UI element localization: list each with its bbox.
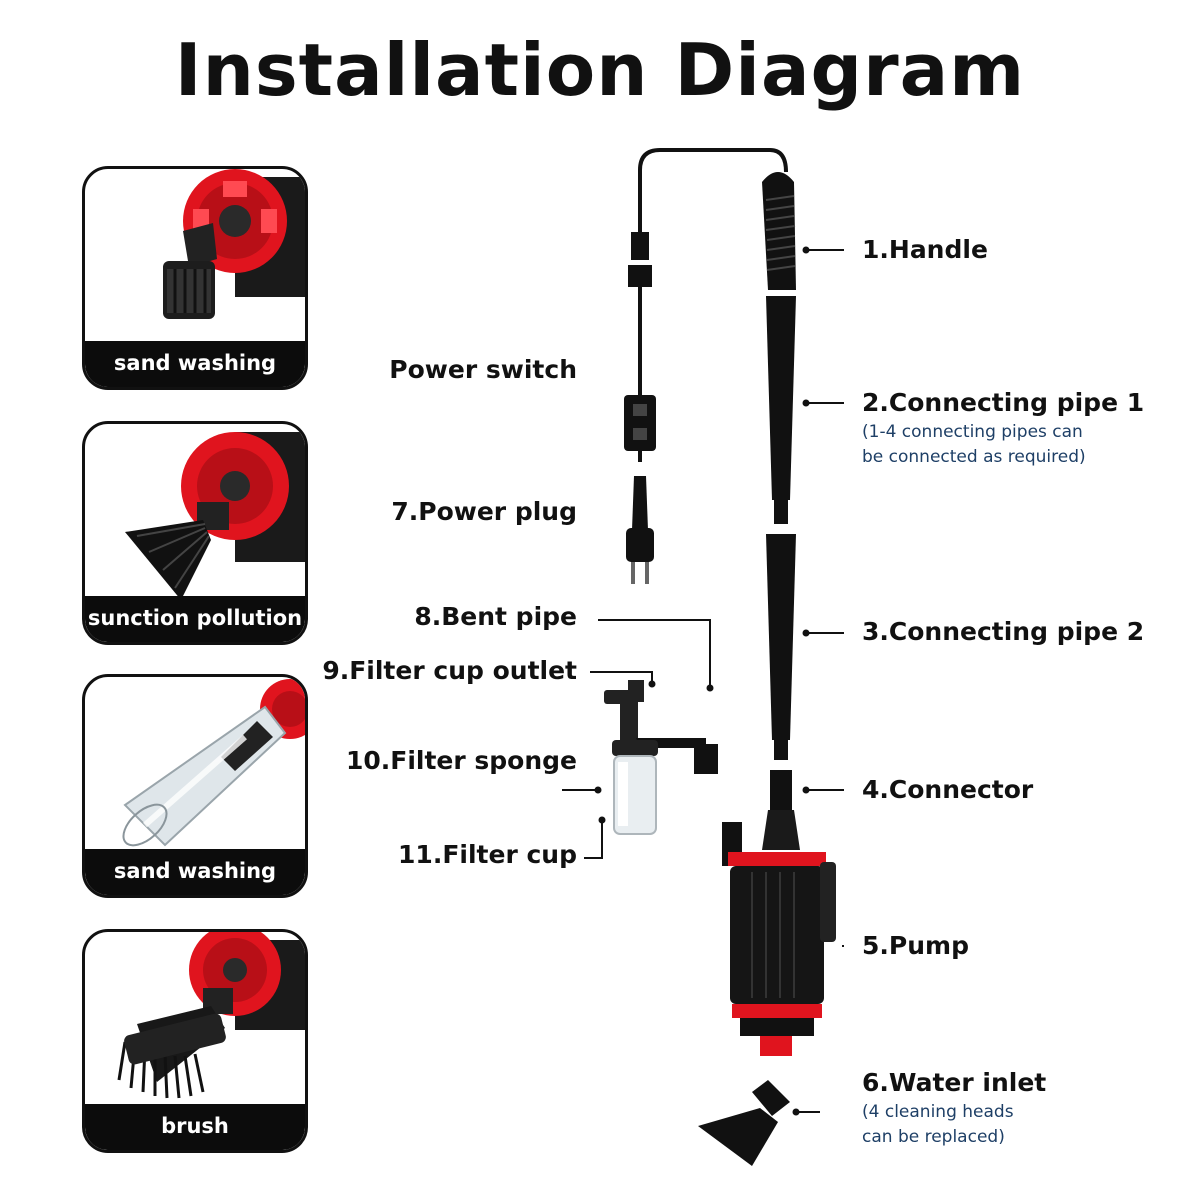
label-connector: 4.Connector xyxy=(862,775,1034,804)
label-handle: 1.Handle xyxy=(862,235,988,264)
label-bent-pipe: 8.Bent pipe xyxy=(414,602,577,631)
note-line: (4 cleaning heads xyxy=(862,1102,1014,1122)
head-card-sand-washing-tube: sand washing xyxy=(82,674,308,898)
label-pump: 5.Pump xyxy=(862,931,969,960)
page-title: Installation Diagram xyxy=(174,28,1026,112)
leader-lines xyxy=(562,249,844,1113)
handle-icon xyxy=(762,172,796,290)
label-water-inlet: 6.Water inlet xyxy=(862,1068,1047,1097)
sand-washing-head-icon xyxy=(163,169,305,319)
head-card-brush: brush xyxy=(82,929,308,1153)
label-power-plug: 7.Power plug xyxy=(391,497,577,526)
cord-socket-connector-icon xyxy=(628,265,652,287)
funnel-head-icon xyxy=(125,432,305,600)
connecting-pipe-2-icon xyxy=(766,534,796,740)
label-filter-sponge: 10.Filter sponge xyxy=(345,746,577,775)
connecting-pipe-1-icon xyxy=(766,296,796,500)
power-cord xyxy=(638,148,788,235)
label-connecting-pipe-1: 2.Connecting pipe 1 xyxy=(862,388,1145,417)
head-label: sunction pollution xyxy=(85,596,305,642)
head-card-sand-washing: sand washing xyxy=(82,166,308,390)
brush-head-icon xyxy=(117,932,305,1099)
pump-icon xyxy=(722,822,836,1056)
power-switch-icon xyxy=(624,395,656,451)
note-line: (1-4 connecting pipes can xyxy=(862,422,1083,442)
head-label: brush xyxy=(85,1104,305,1150)
water-inlet-head-icon xyxy=(698,1080,790,1166)
note-cleaning-heads: (4 cleaning heads can be replaced) xyxy=(862,1100,1014,1150)
power-plug-icon xyxy=(626,476,654,584)
label-filter-cup-outlet: 9.Filter cup outlet xyxy=(322,656,577,685)
label-filter-cup: 11.Filter cup xyxy=(398,840,577,869)
note-connecting-pipes: (1-4 connecting pipes can be connected a… xyxy=(862,420,1086,470)
head-label: sand washing xyxy=(85,849,305,895)
cord-plug-connector-icon xyxy=(631,232,649,260)
head-label: sand washing xyxy=(85,341,305,387)
connector-icon xyxy=(770,770,792,810)
filter-cup-assembly-icon xyxy=(604,680,718,835)
label-connecting-pipe-2: 3.Connecting pipe 2 xyxy=(862,617,1145,646)
label-power-switch: Power switch xyxy=(389,355,577,384)
clear-tube-head-icon xyxy=(122,679,305,847)
note-line: can be replaced) xyxy=(862,1127,1005,1147)
head-card-suction-pollution: sunction pollution xyxy=(82,421,308,645)
note-line: be connected as required) xyxy=(862,447,1086,467)
